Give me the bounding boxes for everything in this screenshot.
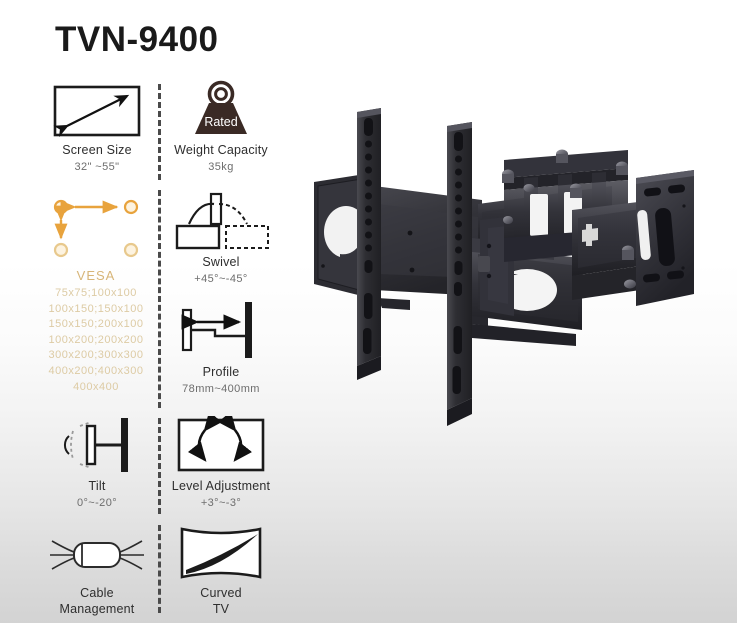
spec-screen-size: Screen Size 32" ~55": [38, 82, 156, 174]
spec-label: Tilt: [88, 479, 106, 493]
vesa-size-list: 75x75;100x100 100x150;150x100 150x150;20…: [32, 286, 160, 395]
spec-tilt: Tilt 0°~-20°: [38, 418, 156, 510]
spec-value: 32" ~55": [74, 160, 120, 173]
spec-profile: Profile 78mm~400mm: [162, 302, 280, 396]
cable-management-icon: [38, 525, 156, 581]
vesa-line: 300x200;300x300: [48, 349, 144, 362]
column-divider-row1: [158, 84, 161, 180]
vesa-line: 100x200;200x200: [48, 333, 144, 346]
vesa-pattern-icon: [32, 194, 160, 264]
spec-value: 35kg: [208, 160, 234, 173]
spec-value: +3°~-3°: [200, 496, 242, 509]
spec-curved-tv: Curved TV: [162, 525, 280, 617]
screen-size-icon: [38, 82, 156, 138]
level-adjustment-icon: [162, 416, 280, 474]
spec-value: 0°~-20°: [76, 496, 118, 509]
spec-vesa: VESA 75x75;100x100 100x150;150x100 150x1…: [32, 194, 160, 395]
spec-label-line2: Management: [59, 601, 135, 616]
specifications-panel: Screen Size 32" ~55" Rated Weight Capaci…: [20, 80, 280, 617]
profile-icon: [162, 302, 280, 360]
wall-plate: [636, 170, 694, 306]
spec-weight-capacity: Rated Weight Capacity 35kg: [162, 80, 280, 174]
vesa-line: 150x150;200x100: [48, 318, 144, 331]
tv-wall-mount-bracket-photo: [282, 78, 732, 458]
spec-value: 78mm~400mm: [182, 382, 260, 395]
vertical-rail-center: [447, 122, 488, 426]
swivel-icon: [162, 192, 280, 250]
vertical-rail-left: [357, 108, 381, 380]
spec-label: Screen Size: [62, 143, 132, 157]
spec-label: Profile: [202, 365, 240, 379]
vesa-line: 75x75;100x100: [55, 287, 137, 299]
spec-value: +45°~-45°: [194, 272, 248, 285]
spec-label: Weight Capacity: [174, 143, 268, 157]
column-divider-row4: [158, 525, 161, 613]
vesa-line: 100x150;150x100: [48, 302, 144, 315]
spec-level-adjustment: Level Adjustment +3°~-3°: [162, 416, 280, 510]
spec-label-line2: TV: [212, 601, 230, 616]
spec-label: Level Adjustment: [171, 479, 271, 493]
tilt-icon: [38, 418, 156, 474]
bolts-group: [502, 149, 636, 289]
weight-icon-text: Rated: [204, 115, 237, 129]
spec-cable-management: Cable Management: [38, 525, 156, 617]
curved-tv-icon: [162, 525, 280, 581]
weight-icon: Rated: [162, 80, 280, 138]
spec-label-line1: Curved: [200, 586, 242, 600]
vesa-line: 400x200;400x300: [48, 365, 144, 378]
spec-label: Swivel: [202, 255, 240, 269]
spec-label-line1: Cable: [80, 586, 114, 600]
page-title: TVN-9400: [55, 20, 219, 59]
spec-swivel: Swivel +45°~-45°: [162, 192, 280, 286]
column-divider-row3: [158, 418, 161, 514]
column-divider-row2: [158, 190, 161, 408]
vesa-line: 400x400: [73, 380, 119, 393]
spec-label: VESA: [76, 268, 116, 283]
